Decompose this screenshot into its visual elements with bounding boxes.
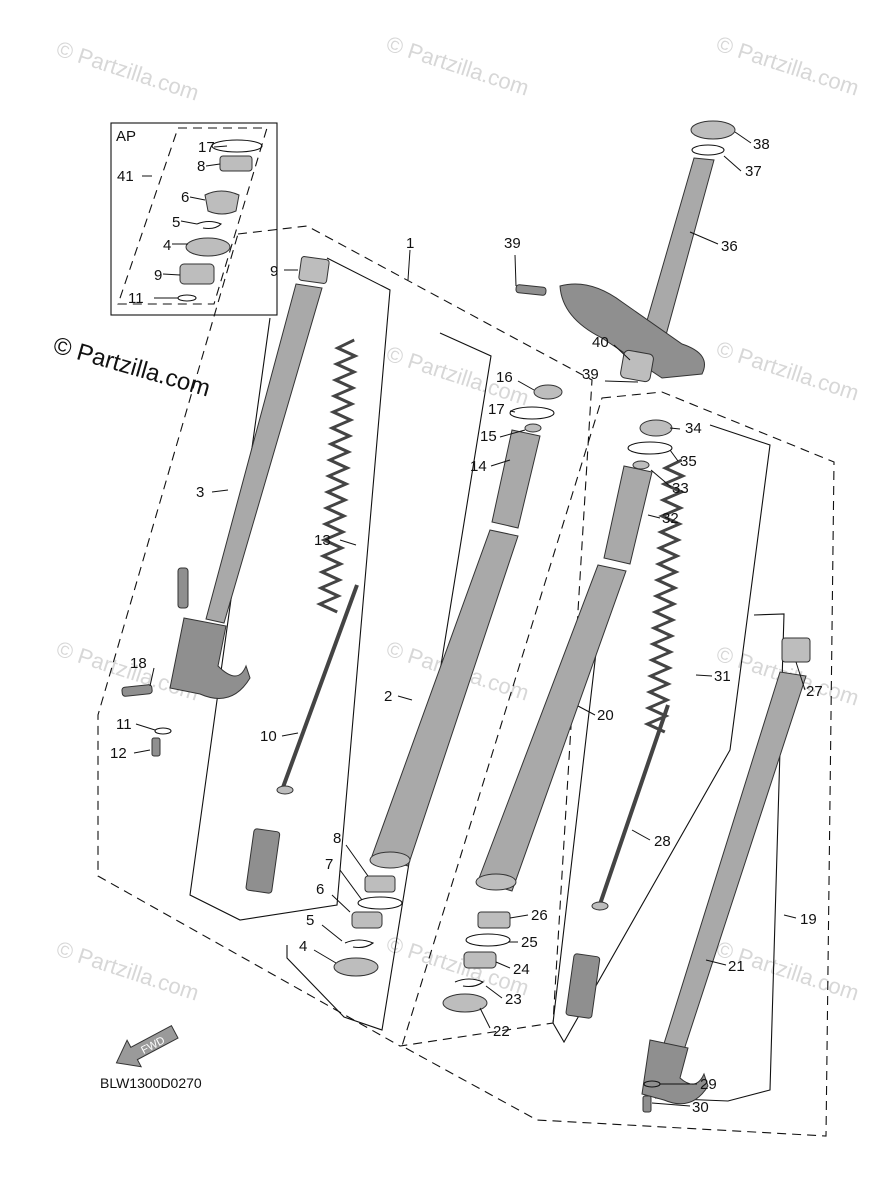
callout-14[interactable]: 14: [470, 458, 487, 475]
seal-stack-left: [333, 875, 403, 977]
bolts: [121, 684, 661, 1113]
callout-24[interactable]: 24: [513, 961, 530, 978]
outer-tube-left: [169, 256, 330, 699]
callout-27[interactable]: 27: [806, 683, 823, 700]
leader-lines: [133, 131, 806, 1107]
callout-40[interactable]: 40: [592, 334, 609, 351]
inset-ap-kit: AP: [110, 122, 278, 316]
right-leg-outline: [401, 391, 835, 1137]
callout-18[interactable]: 18: [130, 655, 147, 672]
callout-4[interactable]: 4: [299, 938, 307, 955]
callout-20[interactable]: 20: [597, 707, 614, 724]
callout-35[interactable]: 35: [680, 453, 697, 470]
callout-11[interactable]: 11: [116, 716, 132, 733]
callout-39[interactable]: 39: [504, 235, 521, 252]
callout-26[interactable]: 26: [531, 907, 548, 924]
callout-8[interactable]: 8: [197, 158, 205, 175]
inner-tube-right: [475, 564, 627, 892]
cap-parts-left: [491, 384, 563, 529]
inner-tube-left: [369, 529, 519, 869]
outer-tube-right: [641, 637, 811, 1105]
callout-8[interactable]: 8: [333, 830, 341, 847]
watermark-main: © Partzilla.com: [50, 332, 213, 403]
callout-4[interactable]: 4: [163, 237, 171, 254]
fwd-arrow: FWD: [115, 1024, 179, 1068]
callout-6[interactable]: 6: [316, 881, 324, 898]
callout-41[interactable]: 41: [117, 168, 134, 185]
callout-11[interactable]: 11: [128, 290, 144, 307]
cap-parts-right: [603, 419, 673, 565]
steering-stem: [515, 120, 736, 383]
callout-labels: 17 8 41 6 5 4 9 11 1 9 3 13 18 11 12 10 …: [110, 136, 823, 1116]
callout-13[interactable]: 13: [314, 532, 331, 549]
callout-29[interactable]: 29: [700, 1076, 717, 1093]
callout-3[interactable]: 3: [196, 484, 204, 501]
seal-stack-right: [442, 911, 511, 1013]
watermark: © Partzilla.com: [53, 936, 202, 1006]
diagram-code: BLW1300D0270: [100, 1075, 202, 1091]
callout-7[interactable]: 7: [325, 856, 333, 873]
right-spring-group: [552, 424, 771, 1044]
inset-label: AP: [116, 128, 136, 145]
fork-spring-left: [316, 338, 359, 614]
callout-19[interactable]: 19: [800, 911, 817, 928]
callout-33[interactable]: 33: [672, 480, 689, 497]
callout-2[interactable]: 2: [384, 688, 392, 705]
callout-10[interactable]: 10: [260, 728, 277, 745]
watermark: © Partzilla.com: [383, 31, 532, 101]
callout-30[interactable]: 30: [692, 1099, 709, 1116]
callout-16[interactable]: 16: [496, 369, 513, 386]
callout-17[interactable]: 17: [198, 139, 215, 156]
right-outer-group: [654, 613, 785, 1102]
watermark: © Partzilla.com: [713, 336, 862, 406]
callout-38[interactable]: 38: [753, 136, 770, 153]
watermark: © Partzilla.com: [53, 36, 202, 106]
damper-rod-right: [565, 704, 670, 1019]
inset-box: [110, 122, 278, 316]
callout-36[interactable]: 36: [721, 238, 738, 255]
callout-28[interactable]: 28: [654, 833, 671, 850]
callout-21[interactable]: 21: [728, 958, 745, 975]
callout-37[interactable]: 37: [745, 163, 762, 180]
callout-9[interactable]: 9: [154, 267, 162, 284]
fork-spring-right: [643, 458, 687, 734]
callout-5[interactable]: 5: [306, 912, 314, 929]
callout-22[interactable]: 22: [493, 1023, 510, 1040]
callout-1[interactable]: 1: [406, 235, 414, 252]
callout-15[interactable]: 15: [480, 428, 497, 445]
callout-39[interactable]: 39: [582, 366, 599, 383]
damper-rod-left: [245, 584, 359, 894]
fwd-label: FWD: [139, 1034, 167, 1056]
inset-dashed-outline: [117, 127, 268, 305]
left-leg-outline: [97, 225, 593, 1047]
outer-tube-group: [189, 257, 391, 921]
callout-31[interactable]: 31: [714, 668, 731, 685]
callout-12[interactable]: 12: [110, 745, 127, 762]
callout-25[interactable]: 25: [521, 934, 538, 951]
callout-34[interactable]: 34: [685, 420, 702, 437]
callout-9[interactable]: 9: [270, 263, 278, 280]
callout-32[interactable]: 32: [662, 510, 679, 527]
callout-17[interactable]: 17: [488, 401, 505, 418]
callout-6[interactable]: 6: [181, 189, 189, 206]
watermark: © Partzilla.com: [713, 31, 862, 101]
callout-5[interactable]: 5: [172, 214, 180, 231]
callout-23[interactable]: 23: [505, 991, 522, 1008]
spring-group: [286, 332, 492, 1031]
